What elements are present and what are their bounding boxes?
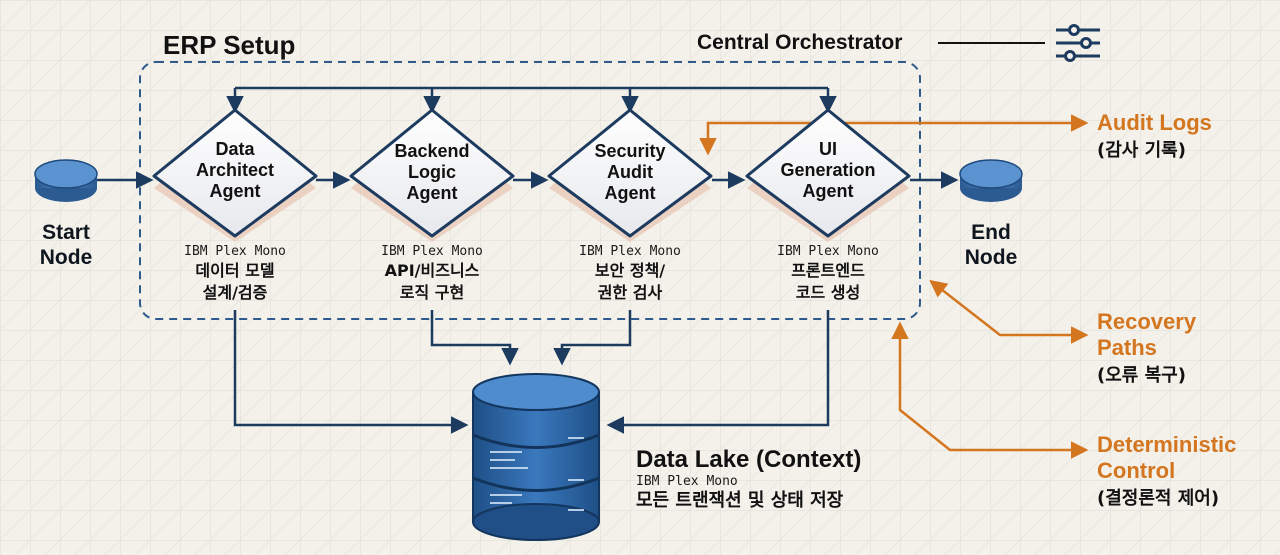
- agent-description-data-architect: 데이터 모델 설계/검증: [195, 260, 274, 304]
- agent-desc-line: 프론트엔드: [791, 261, 865, 280]
- agent-title-line: Agent: [406, 183, 458, 203]
- side-note-subtitle: (결정론적 제어): [1097, 488, 1220, 509]
- agent-desc-line: 코드 생성: [795, 283, 861, 302]
- agent-desc-line: 로직 구현: [399, 283, 465, 302]
- side-note-title: Recovery: [1097, 309, 1197, 334]
- agent-desc-line: 보안 정책/: [594, 261, 666, 280]
- control-arrows: [699, 114, 1089, 459]
- side-note-title: Audit Logs: [1097, 110, 1212, 135]
- agent-title-line: Logic: [407, 162, 456, 182]
- agent-title-backend-logic: Backend Logic Agent: [394, 141, 469, 204]
- agent-title-ui-generation: UI Generation Agent: [780, 139, 875, 202]
- agent-title-data-architect: Data Architect Agent: [196, 139, 274, 202]
- agent-font-label: IBM Plex Mono: [381, 244, 483, 259]
- agent-title-line: Generation: [780, 160, 876, 180]
- agent-font-label: IBM Plex Mono: [184, 244, 286, 259]
- agent-title-line: Agent: [802, 181, 854, 201]
- erp-setup-container: [139, 61, 921, 320]
- side-note-deterministic-control: Deterministic Control (결정론적 제어): [1097, 432, 1236, 510]
- agent-title-line: Security: [594, 141, 666, 161]
- agent-title-line: Agent: [209, 181, 261, 201]
- side-note-subtitle: (오류 복구): [1097, 365, 1186, 386]
- feedback-bus: [226, 86, 837, 114]
- agent-description-backend-logic: API/비즈니스 로직 구현: [385, 260, 480, 304]
- orchestrator-label: Central Orchestrator: [697, 31, 903, 54]
- start-node-label: Start Node: [40, 220, 93, 270]
- end-node-line2: Node: [964, 246, 1018, 269]
- start-node-shape[interactable]: [34, 159, 98, 202]
- agent-title-line: Data: [215, 139, 255, 159]
- agent-desc-line: 설계/검증: [202, 283, 268, 302]
- side-note-title: Control: [1097, 458, 1176, 483]
- side-note-audit-logs: Audit Logs (감사 기록): [1097, 110, 1212, 162]
- side-note-title: Deterministic: [1097, 432, 1237, 457]
- agent-title-line: Agent: [604, 183, 656, 203]
- agent-title-security-audit: Security Audit Agent: [594, 141, 665, 204]
- agent-desc-line: API/비즈니스: [384, 261, 480, 280]
- start-node-line1: Start: [42, 221, 90, 244]
- agent-font-label: IBM Plex Mono: [777, 244, 879, 259]
- end-node-label: End Node: [965, 220, 1018, 270]
- data-lake-description: 모든 트랜잭션 및 상태 저장: [636, 490, 844, 511]
- agent-title-line: Audit: [607, 162, 653, 182]
- side-note-subtitle: (감사 기록): [1097, 140, 1186, 161]
- end-node-line1: End: [971, 221, 1011, 244]
- agent-desc-line: 권한 검사: [597, 283, 663, 302]
- sliders-icon[interactable]: [1056, 24, 1100, 62]
- agent-description-ui-generation: 프론트엔드 코드 생성: [791, 260, 865, 304]
- agent-title-line: Architect: [195, 160, 275, 180]
- agent-font-label: IBM Plex Mono: [579, 244, 681, 259]
- start-node-line2: Node: [39, 246, 93, 269]
- data-lake-flows: [233, 310, 830, 434]
- agent-diamond-data-architect[interactable]: [152, 108, 318, 242]
- agent-diamond-security-audit[interactable]: [547, 108, 713, 242]
- data-lake-title: Data Lake (Context): [636, 446, 862, 473]
- end-node-shape[interactable]: [959, 159, 1023, 202]
- agent-desc-line: 데이터 모델: [195, 261, 275, 280]
- erp-setup-title: ERP Setup: [163, 30, 296, 60]
- data-lake-font-label: IBM Plex Mono: [636, 474, 738, 489]
- side-note-recovery-paths: Recovery Paths (오류 복구): [1097, 309, 1196, 387]
- data-lake-cylinder[interactable]: [472, 373, 600, 541]
- agent-diamond-ui-generation[interactable]: [745, 108, 911, 242]
- agent-title-line: Backend: [394, 141, 470, 161]
- agent-title-line: UI: [819, 139, 837, 159]
- side-note-title: Paths: [1097, 335, 1157, 360]
- agent-diamond-backend-logic[interactable]: [349, 108, 515, 242]
- agent-description-security-audit: 보안 정책/ 권한 검사: [595, 260, 665, 304]
